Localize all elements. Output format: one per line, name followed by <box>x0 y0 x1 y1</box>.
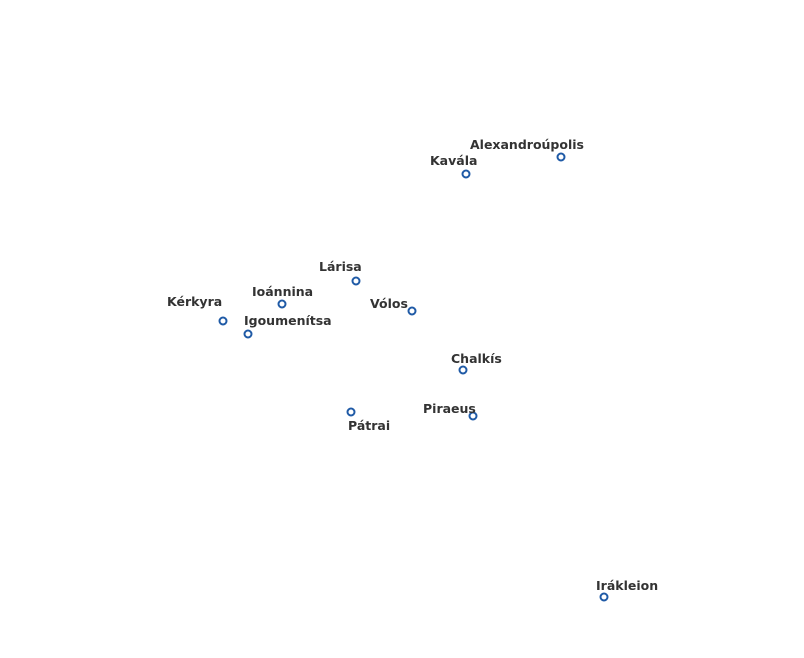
city-marker[interactable] <box>556 152 566 162</box>
city-piraeus[interactable]: Piraeus <box>423 401 478 421</box>
city-marker[interactable] <box>461 169 471 179</box>
city-label: Pátrai <box>348 418 390 433</box>
city-marker[interactable] <box>243 329 253 339</box>
city-chalkis[interactable]: Chalkís <box>451 351 502 375</box>
city-label: Alexandroúpolis <box>470 137 584 152</box>
city-larisa[interactable]: Lárisa <box>319 259 362 286</box>
city-marker[interactable] <box>277 299 287 309</box>
city-volos[interactable]: Vólos <box>370 296 417 316</box>
city-igoumenitsa[interactable]: Igoumenítsa <box>243 313 332 339</box>
city-kerkyra[interactable]: Kérkyra <box>167 294 228 326</box>
city-label: Igoumenítsa <box>244 313 332 328</box>
city-ioannina[interactable]: Ioánnina <box>252 284 313 309</box>
city-irakleion[interactable]: Irákleion <box>596 578 658 602</box>
city-label: Irákleion <box>596 578 658 593</box>
city-marker[interactable] <box>468 411 478 421</box>
city-kavala[interactable]: Kavála <box>430 153 477 179</box>
city-label: Kavála <box>430 153 477 168</box>
city-label: Kérkyra <box>167 294 222 309</box>
city-label: Piraeus <box>423 401 476 416</box>
city-patrai[interactable]: Pátrai <box>346 407 391 434</box>
city-marker[interactable] <box>407 306 417 316</box>
city-marker[interactable] <box>351 276 361 286</box>
city-alexandroupolis[interactable]: Alexandroúpolis <box>470 137 584 162</box>
city-marker[interactable] <box>458 365 468 375</box>
city-marker[interactable] <box>599 592 609 602</box>
city-label: Lárisa <box>319 259 362 274</box>
city-label: Ioánnina <box>252 284 313 299</box>
city-marker[interactable] <box>346 407 356 417</box>
city-marker[interactable] <box>218 316 228 326</box>
city-label: Chalkís <box>451 351 502 366</box>
city-label: Vólos <box>370 296 408 311</box>
